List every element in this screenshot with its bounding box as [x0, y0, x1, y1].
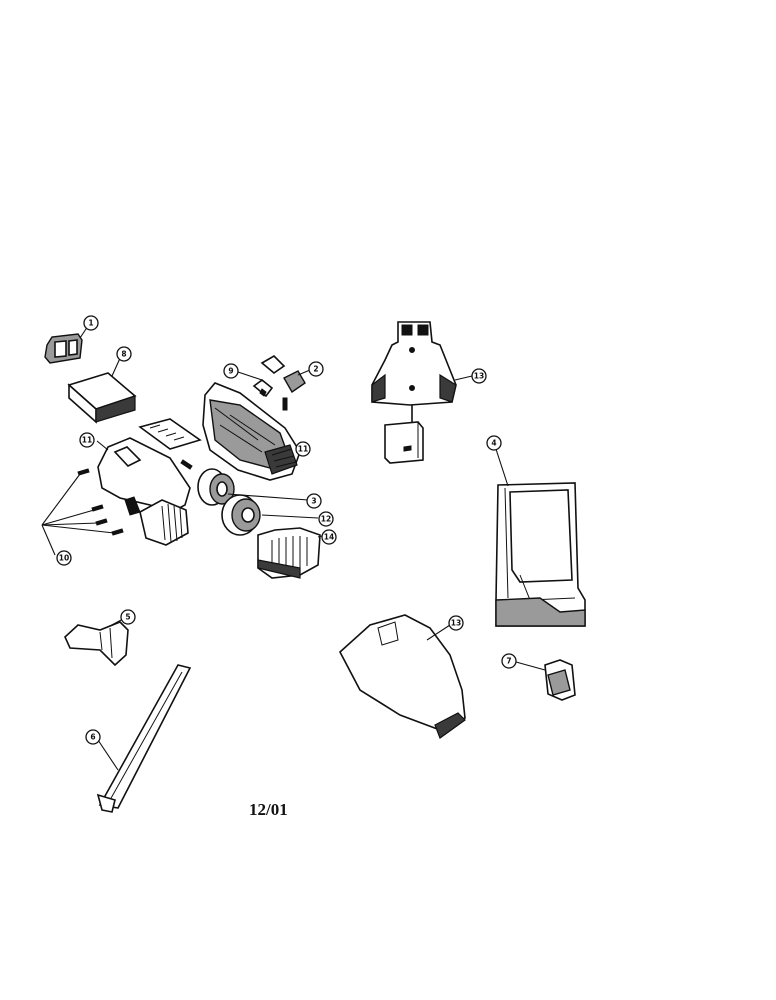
svg-text:2: 2 — [313, 365, 318, 374]
part-15-dust-bowl — [339, 614, 466, 739]
nozzle-grille — [124, 496, 189, 546]
part-6-extension-wand — [96, 664, 192, 813]
svg-text:11: 11 — [298, 445, 308, 454]
callout-11-left: 11 — [79, 432, 95, 448]
callout-6: 6 — [85, 729, 101, 745]
svg-text:5: 5 — [125, 613, 130, 622]
callout-11-right: 11 — [295, 441, 311, 457]
svg-text:14: 14 — [324, 533, 334, 542]
callout-7: 7 — [501, 653, 517, 669]
part-3-motor — [197, 468, 309, 506]
callout-5: 5 — [120, 609, 136, 625]
svg-text:13: 13 — [474, 372, 484, 381]
svg-text:12: 12 — [321, 515, 331, 524]
callout-8: 8 — [116, 346, 132, 362]
callout-15: 13 — [448, 615, 464, 631]
part-9-clip — [237, 371, 274, 398]
svg-text:4: 4 — [491, 439, 496, 448]
svg-text:8: 8 — [121, 350, 126, 359]
svg-text:11: 11 — [82, 436, 92, 445]
part-14-filter — [257, 527, 323, 579]
svg-text:1: 1 — [88, 319, 93, 328]
callout-1: 1 — [83, 315, 99, 331]
svg-text:7: 7 — [506, 657, 511, 666]
callout-14: 14 — [321, 529, 337, 545]
part-7-filter-holder — [515, 659, 576, 701]
callout-10: 10 — [56, 550, 72, 566]
callout-2: 2 — [308, 361, 324, 377]
switch-plate — [138, 418, 202, 470]
callout-4: 4 — [486, 435, 502, 451]
part-10-screws — [41, 468, 124, 556]
svg-text:10: 10 — [59, 554, 69, 563]
callout-12: 12 — [318, 511, 334, 527]
svg-text:13: 13 — [451, 619, 461, 628]
part-12-fan — [221, 494, 319, 536]
part-5-crevice-tool — [64, 618, 129, 667]
part-4-charging-base — [493, 442, 586, 627]
callout-3: 3 — [306, 493, 322, 509]
part-8-battery-pack — [67, 355, 137, 424]
diagram-date: 12/01 — [249, 800, 288, 819]
part-1-switch — [44, 325, 89, 364]
part-11-housing-right — [202, 382, 308, 481]
svg-text:6: 6 — [90, 733, 95, 742]
callout-13: 13 — [471, 368, 487, 384]
callout-9: 9 — [223, 363, 239, 379]
svg-text:3: 3 — [311, 497, 316, 506]
svg-text:9: 9 — [228, 367, 233, 376]
part-2-clip — [260, 354, 311, 411]
part-13-wall-mount — [371, 321, 473, 464]
part-11-housing-left — [96, 437, 191, 513]
